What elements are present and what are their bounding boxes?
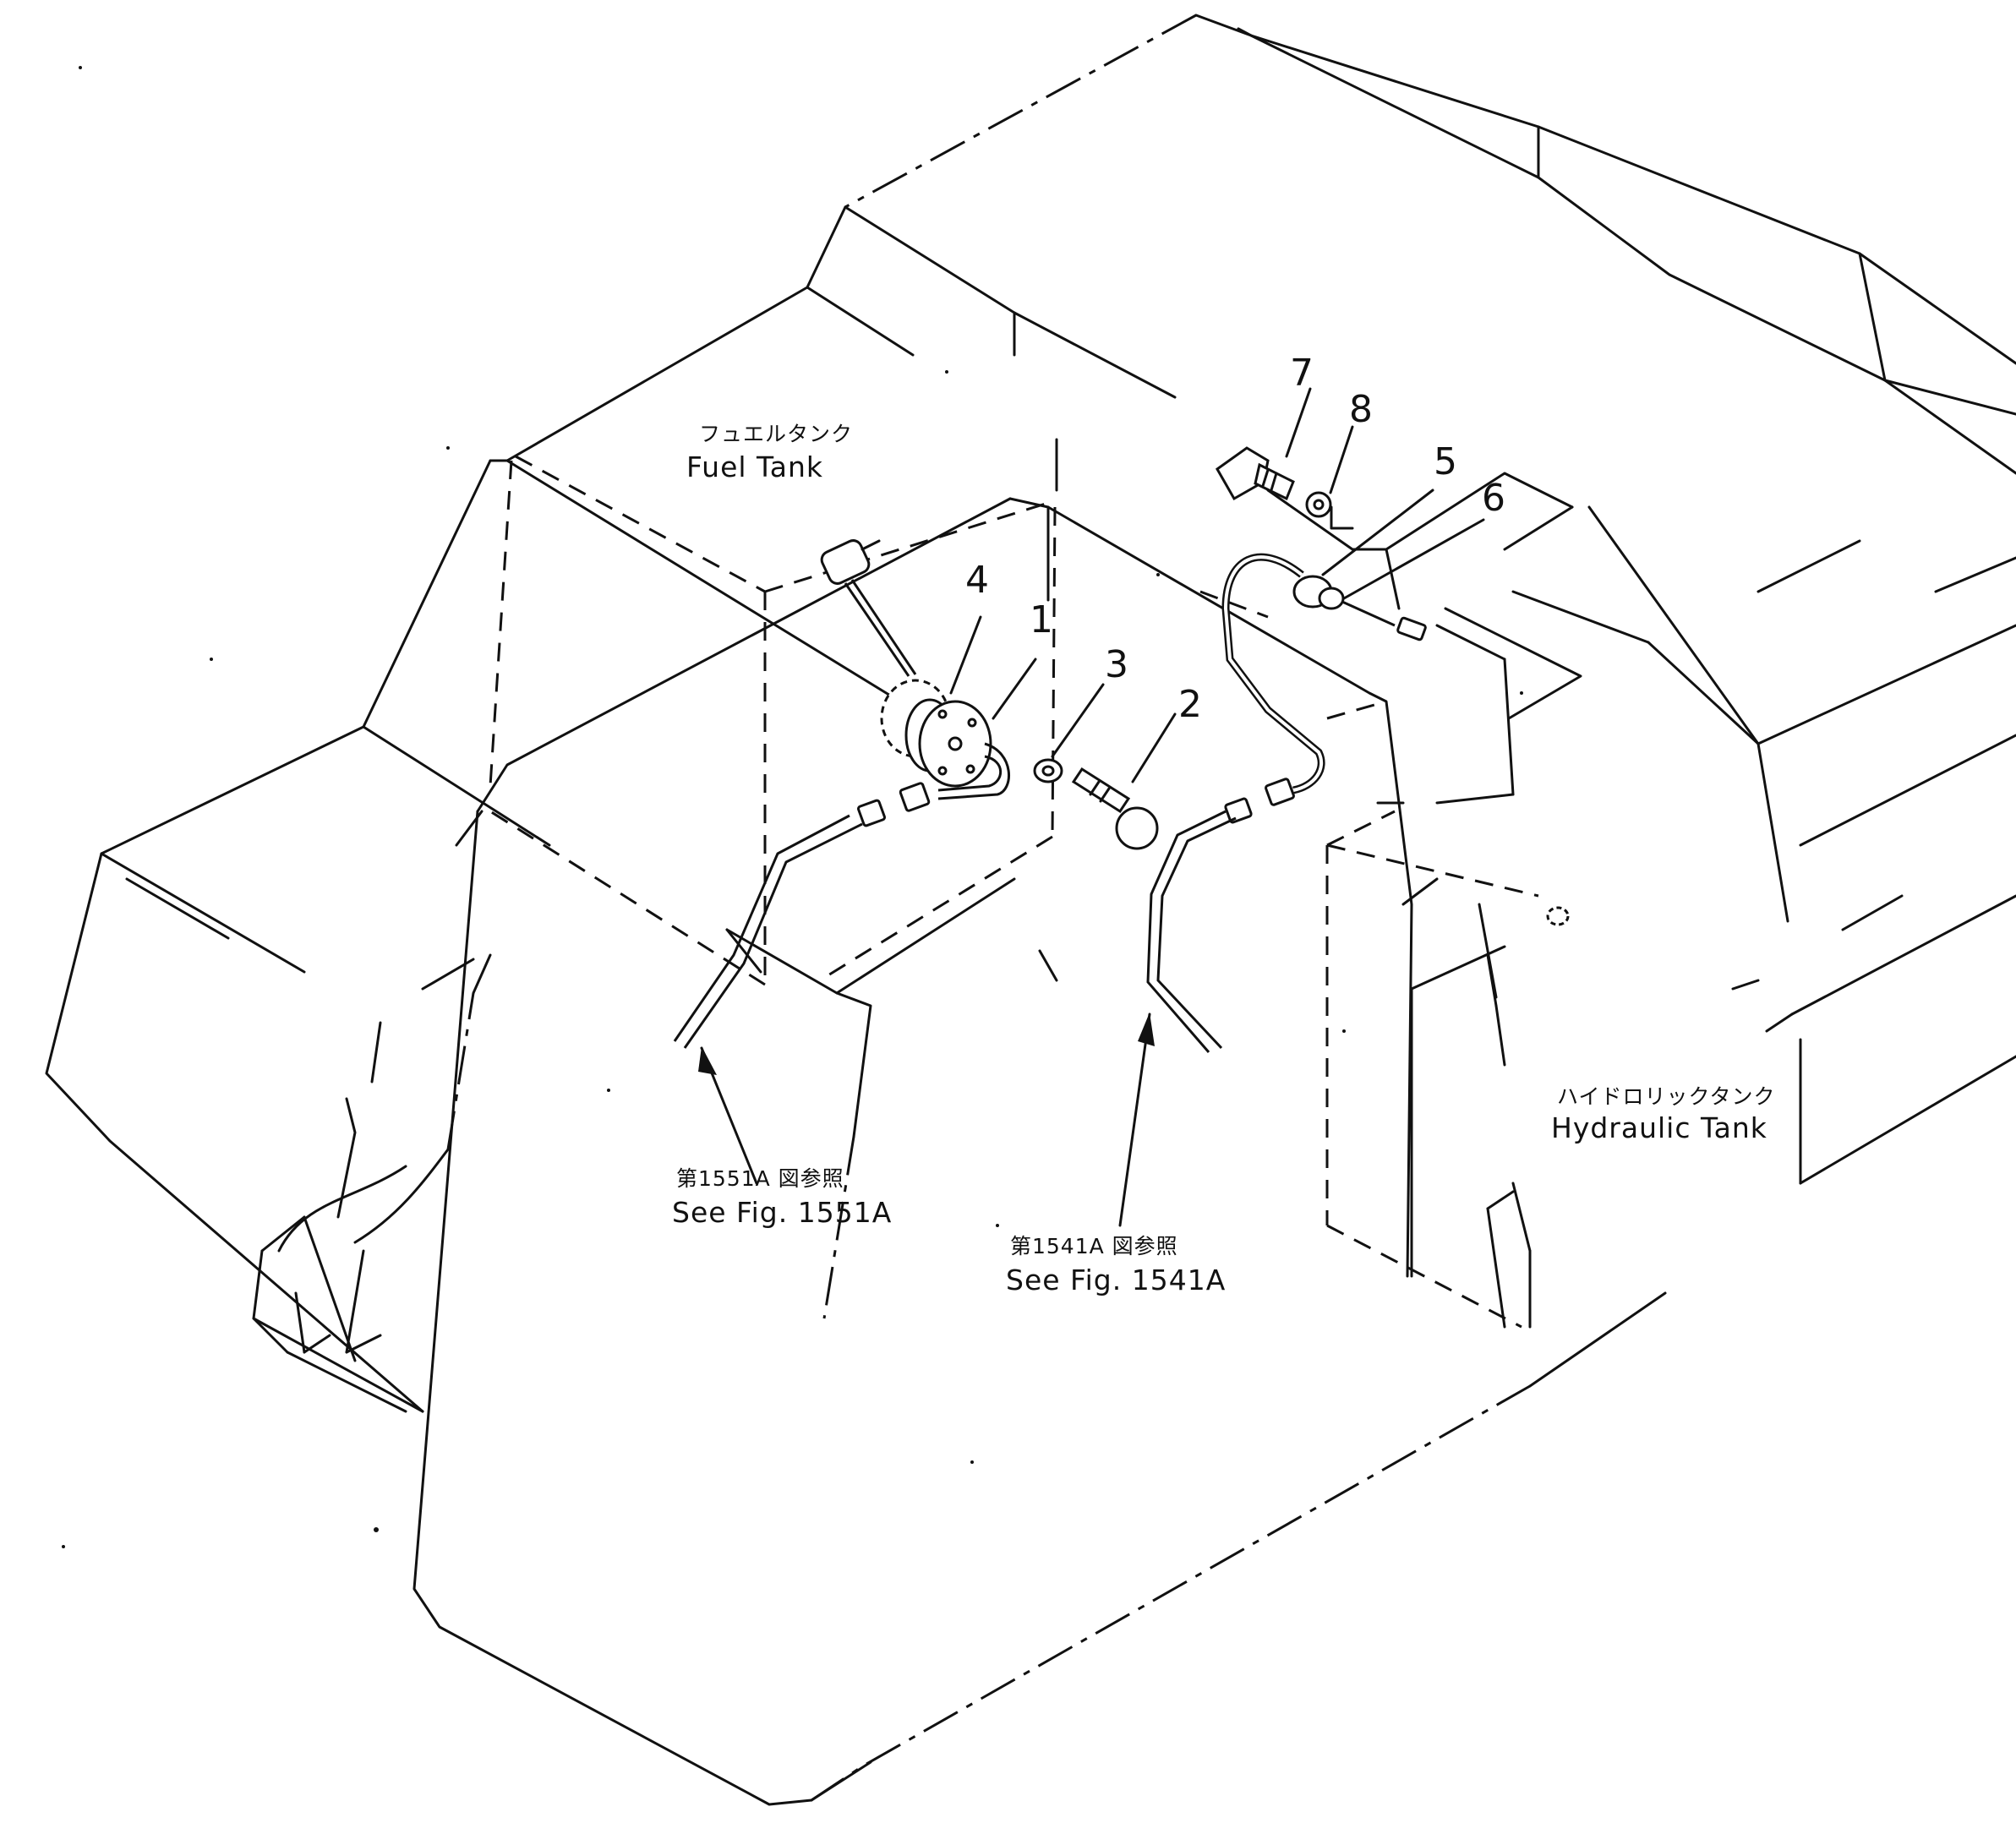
callout-7: 7 [1290, 352, 1314, 395]
reference-1541a: See Fig. 1541A [1006, 1264, 1227, 1296]
reference-1551a-jp: 第1551A 図参照 [676, 1166, 844, 1191]
callout-6: 6 [1482, 477, 1505, 520]
callout-8: 8 [1349, 388, 1373, 431]
callout-4: 4 [965, 559, 989, 602]
reference-1541a-jp: 第1541A 図参照 [1010, 1234, 1178, 1258]
callout-3: 3 [1105, 643, 1128, 686]
fuel-sensor-assembly [673, 539, 1159, 1049]
fuel-tank-label-jp: フュエルタンク [699, 422, 854, 446]
hydraulic-sensor-assembly [1146, 446, 1427, 1053]
callout-2: 2 [1178, 683, 1202, 726]
fuel-tank-label: Fuel Tank [686, 450, 823, 483]
callout-1: 1 [1030, 598, 1053, 641]
callout-5: 5 [1434, 440, 1457, 483]
hydraulic-tank-label: Hydraulic Tank [1551, 1111, 1767, 1144]
fuel-tank-outline [412, 497, 1667, 1806]
hydraulic-tank-outline [1325, 624, 1570, 1329]
leader-lines [700, 387, 1582, 1227]
machine-body-outline [45, 14, 2016, 1413]
reference-1551a: See Fig. 1551A [672, 1196, 893, 1229]
hydraulic-tank-label-jp: ハイドロリックタンク [1557, 1084, 1776, 1109]
reference-arrowheads [698, 1013, 1155, 1075]
scan-specks [62, 66, 1523, 1548]
